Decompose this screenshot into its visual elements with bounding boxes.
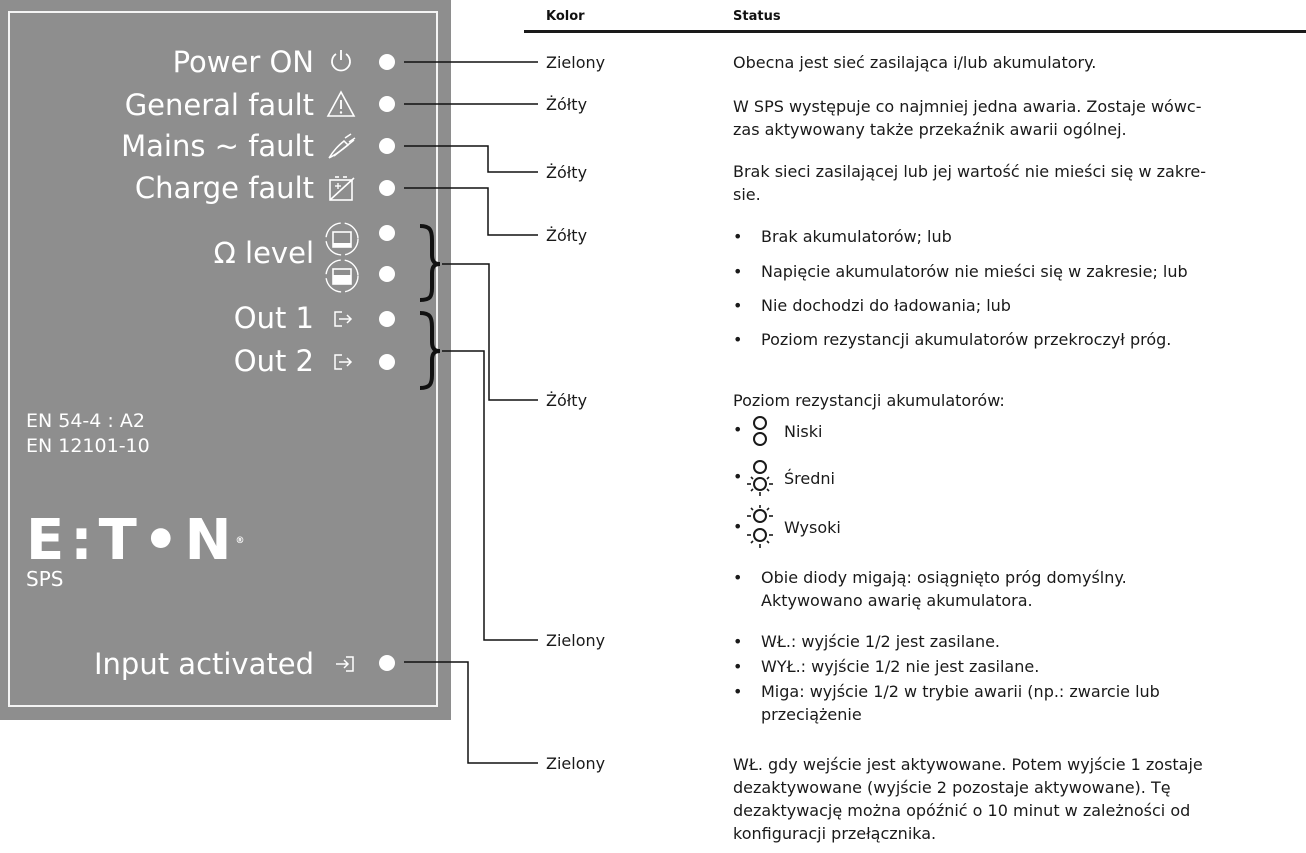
row-resistance-intro: Poziom rezystancji akumulatorów: [733,391,1005,410]
row-status-mains-fault-1: Brak sieci zasilającej lub jej wartość n… [733,162,1206,181]
row-color-resistance: Żółty [546,391,588,410]
bullet-dot: • [733,296,743,315]
led-battery-level-1 [379,225,395,241]
led-battery-level-2 [379,266,395,282]
label-general-fault: General fault [124,88,314,122]
row-charge-bullet-2: Napięcie akumulatorów nie mieści się w z… [761,262,1188,281]
warning-icon [326,90,356,117]
output-2-icon [334,354,353,370]
led-power-on [379,54,395,70]
bullet-dot: • [733,420,743,439]
bullet-dot: • [733,568,743,587]
line-outputs [442,350,538,641]
row-resistance-note-2: Aktywowano awarię akumulatora. [761,591,1033,610]
led-out-2 [379,354,395,370]
bullet-dot: • [733,227,743,246]
led-level-medium-icon [747,460,773,496]
bullet-dot: • [733,330,743,349]
label-out-2: Out 2 [233,344,314,378]
battery-level-low-icon [325,222,359,256]
row-outputs-off: WYŁ.: wyjście 1/2 nie jest zasilane. [761,657,1040,676]
led-general-fault [379,96,395,112]
row-outputs-blink-1: Miga: wyjście 1/2 w trybie awarii (np.: … [761,682,1160,701]
row-input-line-1: WŁ. gdy wejście jest aktywowane. Potem w… [733,755,1203,774]
label-mains-fault: Mains ~ fault [121,129,314,163]
charge-fault-icon [329,176,355,201]
norm-en12101: EN 12101-10 [26,435,150,457]
row-input-line-2: dezaktywowane (wyjście 2 pozostaje aktyw… [733,778,1171,797]
header-rule [524,30,1306,33]
row-status-general-fault-2: zas aktywowany także przekaźnik awarii o… [733,120,1127,139]
level-high-label: Wysoki [784,518,841,537]
eaton-logo-text: E:T•N [26,508,238,573]
row-resistance-note-1: Obie diody migają: osiągnięto próg domyś… [761,568,1127,587]
row-color-general-fault: Żółty [546,95,588,114]
row-charge-bullet-3: Nie dochodzi do ładowania; lub [761,296,1011,315]
row-status-mains-fault-2: sie. [733,185,761,204]
row-input-line-3: dezaktywację można opóźnić o 10 minut w … [733,801,1191,820]
product-name: SPS [26,567,64,591]
led-input-activated [379,655,395,671]
norm-en54: EN 54-4 : A2 [26,410,145,432]
led-charge-fault [379,180,395,196]
bullet-dot: • [733,682,743,701]
bullet-dot: • [733,467,743,486]
row-color-outputs: Zielony [546,631,606,650]
bullet-dot: • [733,517,743,536]
battery-level-high-icon [325,259,359,293]
bullet-dot: • [733,657,743,676]
row-charge-bullet-4: Poziom rezystancji akumulatorów przekroc… [761,330,1172,349]
led-level-high-icon [747,505,773,548]
column-header-status: Status [733,9,781,24]
led-level-low-icon [753,416,767,446]
row-outputs-blink-2: przeciążenie [761,705,862,724]
output-1-icon [334,311,353,327]
bullet-dot: • [733,632,743,651]
label-charge-fault: Charge fault [134,171,314,205]
level-low-label: Niski [784,422,823,441]
mains-fault-icon [328,133,356,159]
row-status-power: Obecna jest sieć zasilająca i/lub akumul… [733,53,1097,72]
line-battery [442,263,538,401]
row-input-line-4: konfiguracji przełącznika. [733,824,937,843]
input-icon [336,656,354,672]
row-color-charge-fault: Żółty [546,226,588,245]
power-icon [331,50,351,72]
row-color-power: Zielony [546,53,606,72]
row-outputs-on: WŁ.: wyjście 1/2 jest zasilane. [761,632,1001,651]
row-charge-bullet-1: Brak akumulatorów; lub [761,227,952,246]
level-medium-label: Średni [784,469,835,488]
eaton-logo: E:T•N® [26,513,245,569]
row-color-input: Zielony [546,754,606,773]
row-color-mains-fault: Żółty [546,163,588,182]
label-omega-level: Ω level [213,236,314,270]
label-power-on: Power ON [172,45,314,79]
registered-mark: ® [235,536,245,546]
row-status-general-fault-1: W SPS występuje co najmniej jedna awaria… [733,97,1202,116]
led-mains-fault [379,138,395,154]
column-header-color: Kolor [546,9,585,24]
label-out-1: Out 1 [233,301,314,335]
indicator-panel: Power ON General fault Mains ~ fault Cha… [0,0,451,720]
label-input-activated: Input activated [93,647,314,681]
led-out-1 [379,311,395,327]
bullet-dot: • [733,262,743,281]
